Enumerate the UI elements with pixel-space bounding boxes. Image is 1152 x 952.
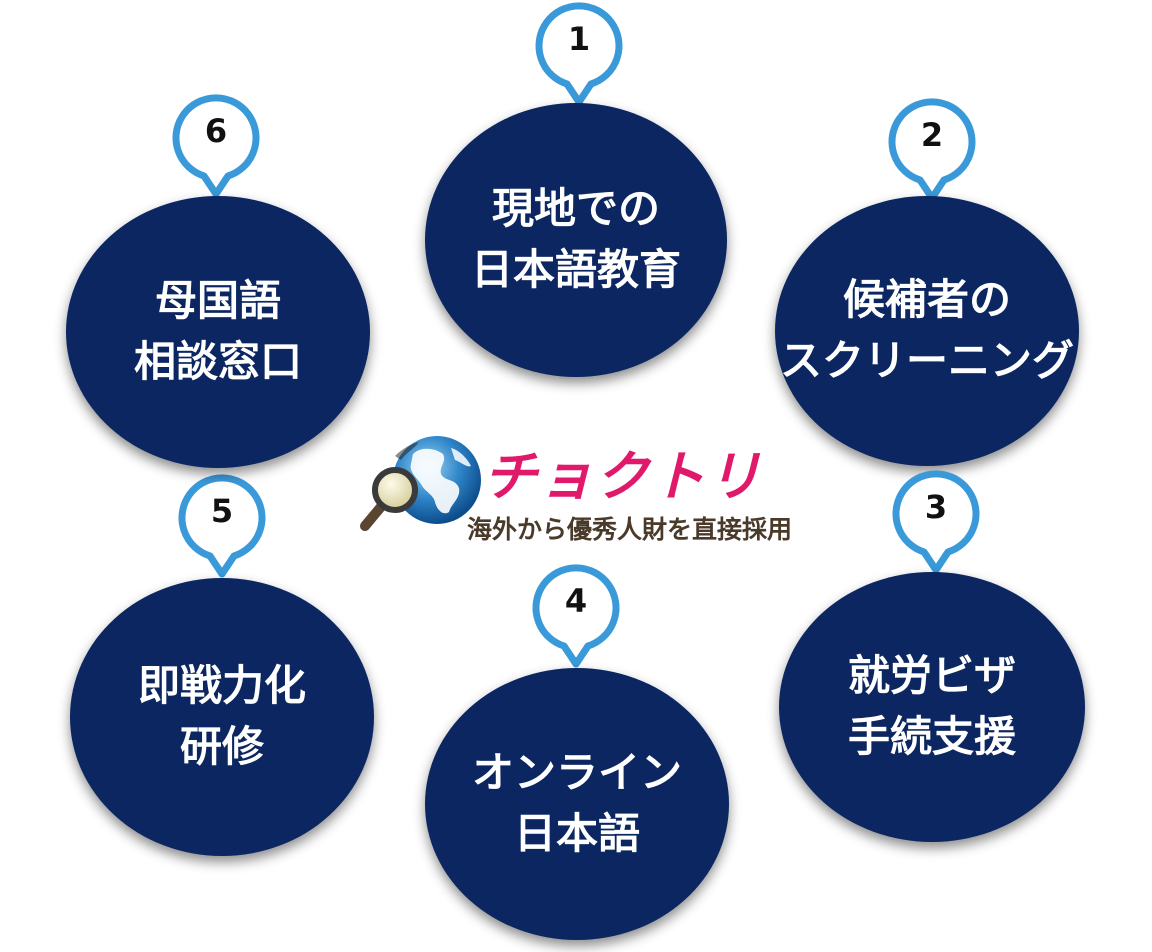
step-6-label-line2: 相談窓口 xyxy=(133,337,302,386)
step-3-number: 3 xyxy=(924,488,948,526)
step-6-label-line1: 母国語 xyxy=(154,276,281,326)
step-2-number: 2 xyxy=(920,116,944,154)
step-2-label-line1: 候補者の xyxy=(842,275,1011,325)
step-5-label-line2: 研修 xyxy=(179,722,264,771)
step-5-pin-marker: 5 xyxy=(176,474,268,586)
step-5-number: 5 xyxy=(210,492,234,530)
step-3-circle: 就労ビザ 手続支援 xyxy=(779,572,1085,842)
globe-magnifier-icon xyxy=(360,436,481,531)
brand-logo: チョクトリ 海外から優秀人財を直接採用 xyxy=(355,432,792,544)
step-2-label-line2: スクリーニング xyxy=(779,336,1074,385)
step-4-circle: オンライン 日本語 xyxy=(425,668,729,940)
step-5-circle: 即戦力化 研修 xyxy=(70,578,374,856)
step-5-label-line1: 即戦力化 xyxy=(137,661,306,711)
step-1-label-line1: 現地での xyxy=(491,184,660,234)
step-6-number: 6 xyxy=(204,112,228,150)
step-3-pin-marker: 3 xyxy=(890,470,982,582)
step-4-pin-marker: 4 xyxy=(530,564,622,676)
step-2-pin-marker: 2 xyxy=(886,98,978,210)
step-4-label-line1: オンライン xyxy=(471,748,682,798)
step-3-label-line2: 手続支援 xyxy=(847,712,1016,761)
step-1-label-line2: 日本語教育 xyxy=(470,245,681,294)
step-4-number: 4 xyxy=(564,582,588,620)
step-1-pin-marker: 1 xyxy=(533,2,625,114)
brand-name: チョクトリ xyxy=(483,444,763,508)
step-6-circle: 母国語 相談窓口 xyxy=(66,196,370,468)
step-4-label-line2: 日本語 xyxy=(513,809,640,858)
step-6-pin-marker: 6 xyxy=(170,94,262,206)
step-1-number: 1 xyxy=(567,20,591,58)
step-3-label-line1: 就労ビザ xyxy=(847,651,1016,701)
brand-tagline: 海外から優秀人財を直接採用 xyxy=(467,515,793,544)
step-2-circle: 候補者の スクリーニング xyxy=(775,196,1079,466)
step-1-circle: 現地での 日本語教育 xyxy=(425,103,727,377)
